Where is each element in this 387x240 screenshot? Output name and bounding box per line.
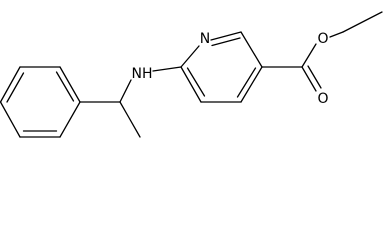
phenylethyl-amine — [79, 66, 182, 138]
bond-c5-c6-double — [186, 67, 206, 97]
chemical-structure: N O O NH — [0, 11, 383, 138]
phenyl-ring — [0, 66, 81, 138]
bond-carbonyl-o-double-a — [301, 66, 317, 92]
bond-n-c2 — [210, 31, 242, 41]
bond-o-ch2 — [329, 31, 344, 38]
phenyl-bond-3 — [0, 66, 21, 103]
phenyl-bond-4 — [0, 101, 21, 138]
ring-nitrogen-label: N — [200, 31, 210, 47]
phenyl-bond-1 — [59, 66, 81, 103]
phenyl-bond-6 — [59, 101, 81, 138]
amine-nh-label: NH — [132, 66, 153, 82]
bond-c3-c4 — [240, 66, 263, 103]
bond-c6-n — [180, 45, 200, 68]
bond-n-c2-double — [211, 37, 241, 47]
bond-c3-c4-double — [236, 67, 257, 98]
ester-oxygen-carbonyl-label: O — [317, 91, 328, 107]
bond-nh-ch — [119, 79, 132, 103]
bond-c2-c3 — [240, 31, 263, 68]
bond-ch2-ch3 — [342, 11, 383, 33]
bond-c6-nh — [152, 66, 182, 72]
phenyl-bond-1-double — [55, 71, 75, 102]
ester-oxygen-single-label: O — [317, 31, 328, 47]
bond-carbonyl-o-double-b — [307, 65, 322, 89]
pyridine-ring — [180, 31, 263, 103]
bond-c5-c6 — [180, 66, 202, 103]
bond-ch-methyl — [119, 101, 141, 138]
ester-group — [261, 11, 383, 92]
phenyl-bond-3-double — [6, 72, 25, 103]
bond-carbonyl-o-single — [301, 43, 317, 68]
